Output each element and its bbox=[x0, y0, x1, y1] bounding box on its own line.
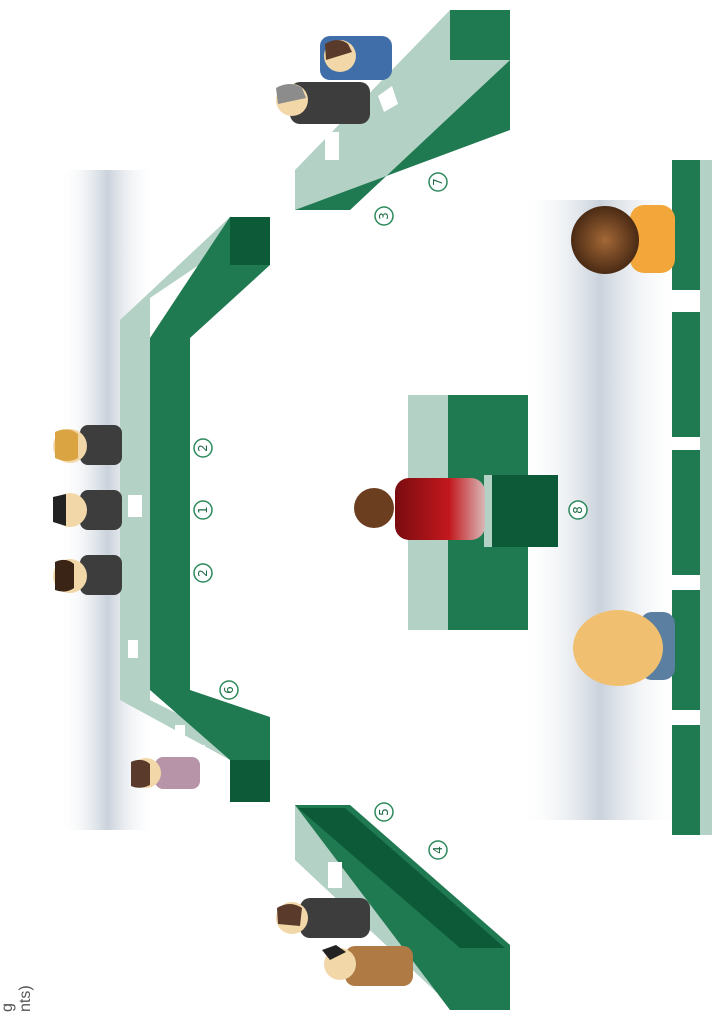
spectator-figure bbox=[571, 205, 675, 274]
marker-5: 5 bbox=[374, 802, 394, 822]
edge-text-line1: nts) bbox=[17, 985, 34, 1012]
witness-figure bbox=[354, 478, 485, 540]
svg-text:4: 4 bbox=[431, 846, 445, 854]
table-dark bbox=[298, 808, 505, 948]
counsel-figure bbox=[320, 36, 392, 80]
table-front bbox=[295, 60, 510, 210]
gallery-benches bbox=[672, 160, 712, 835]
bench-wing-bottom bbox=[230, 760, 270, 802]
marker-8: 8 bbox=[568, 500, 588, 520]
gallery-bench bbox=[672, 725, 700, 835]
presiding-judge-figure bbox=[53, 490, 122, 530]
svg-text:1: 1 bbox=[196, 506, 210, 514]
counsel-figure bbox=[276, 82, 370, 124]
marker-6: 6 bbox=[219, 680, 239, 700]
clerk-figure bbox=[131, 757, 200, 789]
bench-paper bbox=[128, 640, 138, 658]
judges-bench bbox=[120, 217, 270, 802]
bench-highlight bbox=[700, 160, 712, 835]
counsel-figure bbox=[322, 945, 413, 986]
gallery-bench bbox=[672, 160, 700, 290]
bench-wing-top bbox=[230, 217, 270, 265]
gallery-bench bbox=[672, 590, 700, 710]
spectator-figure bbox=[573, 610, 675, 686]
gallery-bench bbox=[672, 312, 700, 437]
svg-text:6: 6 bbox=[222, 686, 236, 694]
gallery-bench bbox=[672, 450, 700, 575]
bench-front bbox=[150, 217, 270, 760]
marker-2: 2 bbox=[193, 438, 213, 458]
svg-text:7: 7 bbox=[431, 178, 445, 186]
table-paper bbox=[378, 86, 398, 112]
edge-text-line2: g bbox=[0, 1003, 16, 1012]
counsel-figure bbox=[276, 898, 370, 938]
marker-3: 3 bbox=[374, 206, 394, 226]
table-paper bbox=[325, 132, 339, 160]
marker-4: 4 bbox=[428, 840, 448, 860]
table-edge bbox=[450, 10, 510, 60]
stand-box bbox=[488, 475, 558, 547]
judge-figure bbox=[53, 555, 122, 595]
judge-figure bbox=[53, 425, 122, 465]
stand-box-rail bbox=[484, 475, 492, 547]
svg-text:3: 3 bbox=[377, 212, 391, 220]
bench-paper bbox=[195, 745, 205, 763]
bench-paper bbox=[128, 495, 142, 517]
marker-7: 7 bbox=[428, 172, 448, 192]
svg-text:2: 2 bbox=[196, 444, 210, 452]
right-counsel-table bbox=[295, 10, 510, 210]
marker-1: 1 bbox=[193, 500, 213, 520]
bench-paper bbox=[175, 725, 185, 743]
marker-2: 2 bbox=[193, 563, 213, 583]
table-front bbox=[295, 805, 510, 1010]
svg-text:2: 2 bbox=[196, 569, 210, 577]
left-counsel-table bbox=[295, 805, 510, 1010]
svg-text:5: 5 bbox=[377, 808, 391, 816]
table-paper bbox=[328, 862, 342, 888]
svg-text:8: 8 bbox=[571, 506, 585, 514]
